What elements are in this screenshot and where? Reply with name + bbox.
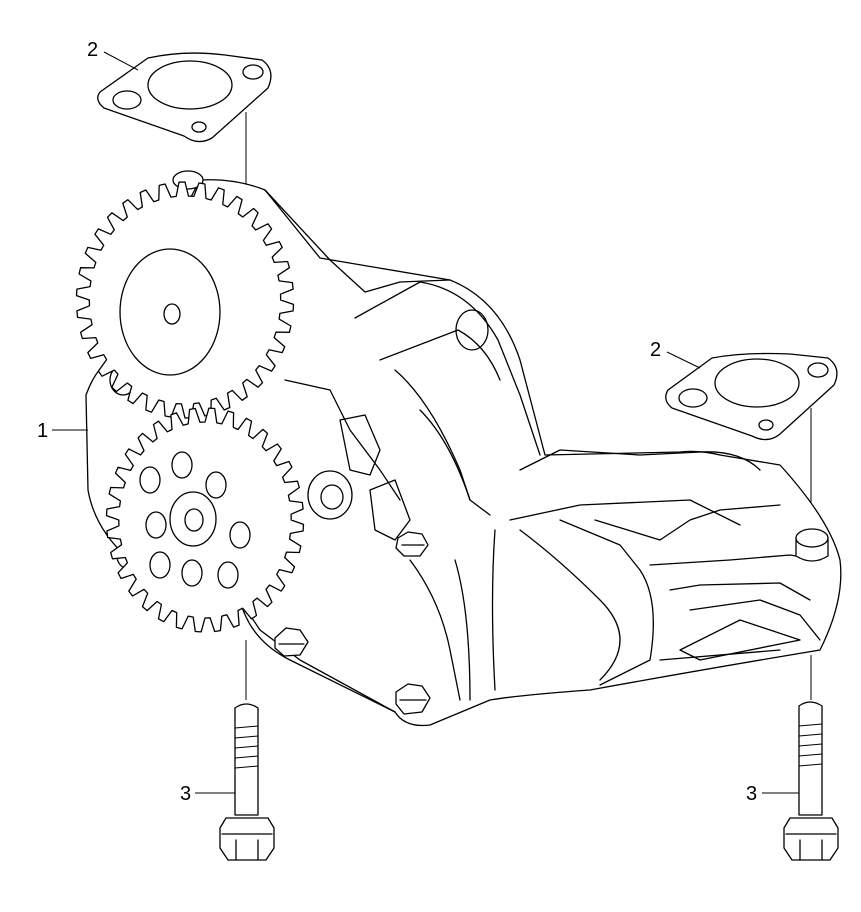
callout-bolt-right: 3 <box>746 783 757 805</box>
hex-nut-a[interactable] <box>395 531 429 557</box>
gasket-right[interactable] <box>665 352 838 441</box>
bolt-left[interactable] <box>219 703 275 861</box>
upper-gear[interactable] <box>75 181 295 419</box>
hex-nut-b[interactable] <box>274 627 309 657</box>
gasket-top[interactable] <box>97 52 272 143</box>
hex-nut-c[interactable] <box>395 683 431 715</box>
leader-callout-2-top <box>103 51 139 71</box>
callout-gasket-top: 2 <box>87 39 98 61</box>
leader-callout-2-right <box>666 351 701 369</box>
callout-pump: 1 <box>37 420 48 442</box>
callout-bolt-left: 3 <box>180 783 191 805</box>
callout-gasket-right: 2 <box>650 339 661 361</box>
lower-gear[interactable] <box>105 407 305 633</box>
bolt-right[interactable] <box>783 701 839 861</box>
